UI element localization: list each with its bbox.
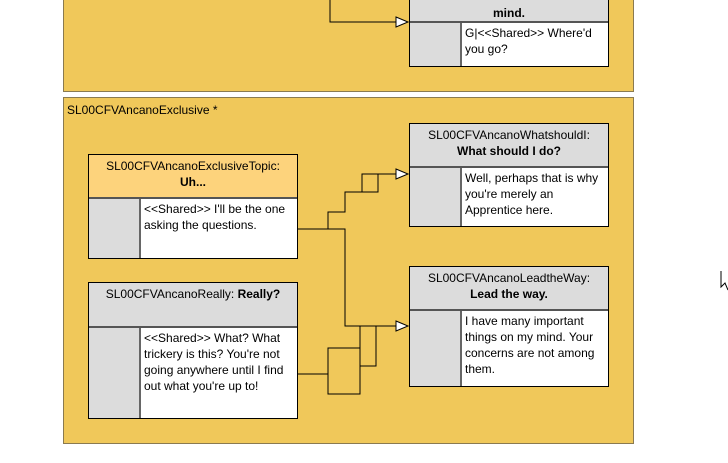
connector-really-whatshould: [327, 174, 379, 395]
connector-exclusive-lead: [328, 228, 396, 327]
node-id: SL00CFVAncanoLeadtheWay:: [427, 271, 591, 285]
node-gutter: [89, 199, 141, 258]
node-id: SL00CFVAncanoWhatshouldI:: [428, 128, 590, 142]
node-label: mind.: [493, 6, 525, 20]
node-label: Really?: [237, 287, 281, 301]
node-whatshouldi[interactable]: SL00CFVAncanoWhatshouldI: What should I d…: [409, 123, 609, 227]
node-gutter: [410, 23, 462, 66]
node-text: Well, perhaps that is why you're merely …: [465, 171, 599, 217]
node-gutter: [410, 168, 462, 226]
node-gutter: [89, 328, 141, 418]
arrow-head-lead: [395, 320, 410, 332]
connector-top: [329, 0, 396, 23]
node-gutter: [410, 311, 462, 386]
node-label: Lead the way.: [470, 287, 548, 301]
node-leadtheway[interactable]: SL00CFVAncanoLeadtheWay: Lead the way. I …: [409, 266, 609, 387]
node-id: SL00CFVAncanoExclusiveTopic:: [106, 159, 280, 173]
connector-really-lead: [297, 326, 361, 375]
node-really[interactable]: SL00CFVAncanoReally: Really? <<Shared>> …: [88, 282, 298, 419]
node-text: G|<<Shared>> Where'd you go?: [465, 26, 592, 56]
arrow-head-top: [395, 16, 410, 28]
node-text: I have many important things on my mind.…: [465, 314, 595, 376]
group-title: SL00CFVAncanoExclusive *: [67, 103, 218, 117]
node-text: <<Shared>> What? What trickery is this? …: [144, 331, 284, 393]
connector-exclusive-whatshould: [297, 173, 396, 230]
node-text: <<Shared>> I'll be the one asking the qu…: [144, 202, 286, 232]
arrow-head-whatshould: [395, 168, 410, 180]
node-top[interactable]: mind. G|<<Shared>> Where'd you go?: [409, 0, 609, 67]
node-label: What should I do?: [457, 144, 561, 158]
node-label: Uh...: [180, 175, 206, 189]
node-exclusive-topic[interactable]: SL00CFVAncanoExclusiveTopic: Uh... <<Shar…: [88, 154, 298, 259]
node-id: SL00CFVAncanoReally:: [105, 287, 235, 301]
